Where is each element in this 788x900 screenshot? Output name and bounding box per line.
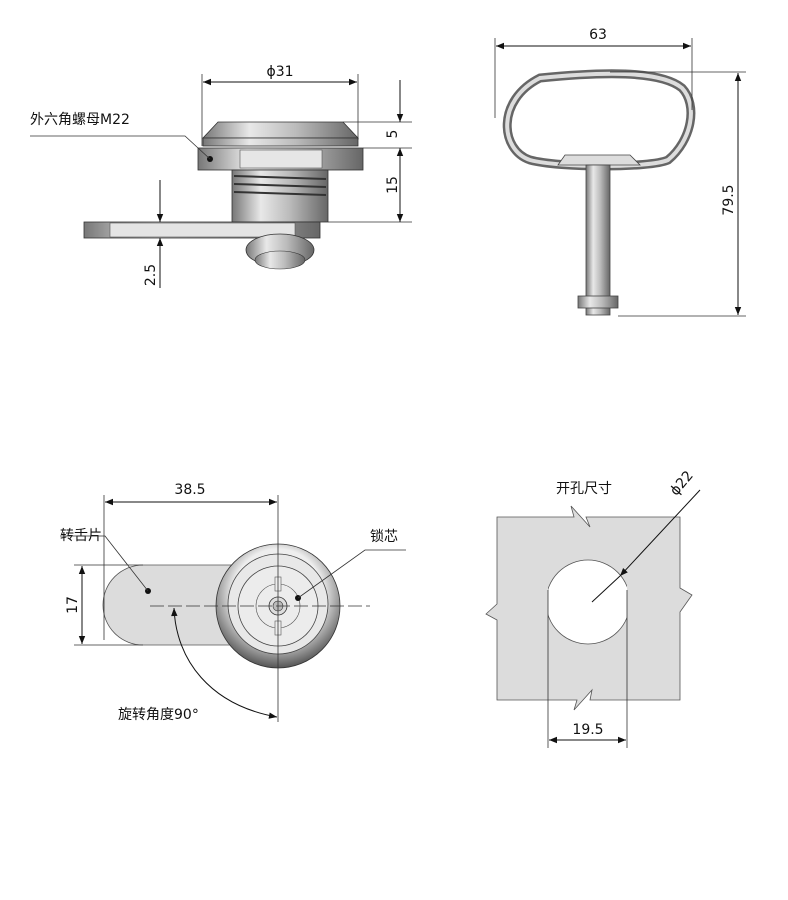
lock-core-label: 锁芯 [370, 529, 398, 545]
plate-thickness-label: 2.5 [143, 264, 159, 286]
key-bit [577, 295, 619, 309]
rotation-angle-label: 旋转角度90° [118, 707, 199, 723]
key-shaft [585, 164, 611, 316]
cam-length-label: 38.5 [174, 482, 205, 498]
cutout-view: 19.5 ϕ22 开孔尺寸 [485, 468, 701, 748]
mounting-hole [548, 559, 627, 645]
front-view: 38.5 转舌片 锁芯 17 旋转角度90° [60, 482, 406, 723]
key-width-label: 63 [589, 27, 607, 43]
cap-rim [202, 137, 359, 147]
dia-31-label: ϕ31 [266, 64, 293, 80]
hex-nut-label: 外六角螺母M22 [30, 112, 130, 128]
body-height-label: 15 [385, 176, 401, 194]
cap [202, 121, 359, 139]
key-height-label: 79.5 [721, 184, 737, 215]
side-view: ϕ31 5 15 2.5 外六角螺母M22 [30, 64, 412, 288]
flat-width-label: 19.5 [572, 722, 603, 738]
key-handle [502, 69, 696, 171]
hole-diameter-label: ϕ22 [667, 468, 697, 499]
cutout-title: 开孔尺寸 [556, 481, 612, 497]
cam-width-label: 17 [65, 596, 81, 614]
key-view: 63 79.5 [494, 27, 746, 317]
cap-height-label: 5 [385, 130, 401, 139]
